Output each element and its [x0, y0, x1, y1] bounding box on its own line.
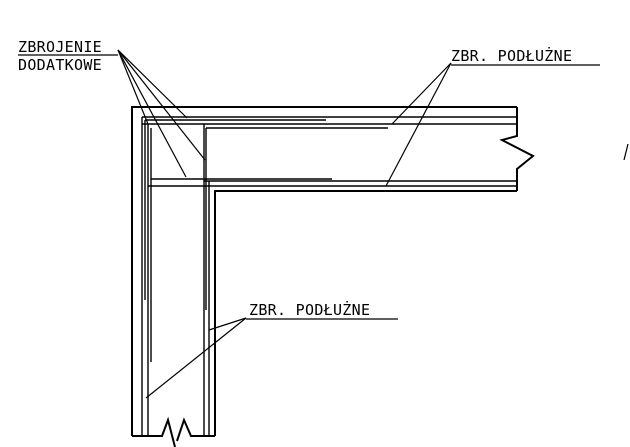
leader-longitudinal-column-1 — [208, 317, 247, 331]
label-longitudinal-column-group: ZBR. PODŁUŻNE — [246, 300, 398, 320]
label-longitudinal-top: ZBR. PODŁUŻNE — [451, 46, 572, 65]
leader-longitudinal-column-2 — [145, 317, 247, 399]
concrete-outline — [131, 106, 535, 447]
beam-end-break — [499, 107, 535, 191]
column-end-break — [132, 416, 215, 447]
leader-additional-3 — [117, 49, 187, 178]
cropped-glyph-mark — [623, 143, 629, 161]
leader-lines — [117, 49, 452, 399]
label-additional-line2: DODATKOWE — [18, 56, 102, 74]
outer-edge — [131, 106, 517, 436]
leader-additional-2 — [117, 49, 206, 161]
leader-additional-1 — [117, 49, 188, 119]
leader-longitudinal-top-2 — [385, 62, 452, 187]
leader-longitudinal-top-1 — [391, 62, 452, 125]
label-longitudinal-column: ZBR. PODŁUŻNE — [249, 300, 370, 319]
label-longitudinal-top-group: ZBR. PODŁUŻNE — [451, 46, 600, 66]
label-additional-reinforcement: ZBROJENIE DODATKOWE — [18, 38, 118, 74]
inner-edge — [214, 190, 517, 436]
label-additional-line1: ZBROJENIE — [18, 38, 102, 56]
additional-rebars — [144, 119, 388, 362]
longitudinal-rebars — [141, 116, 517, 436]
leader-additional-4 — [117, 49, 149, 125]
